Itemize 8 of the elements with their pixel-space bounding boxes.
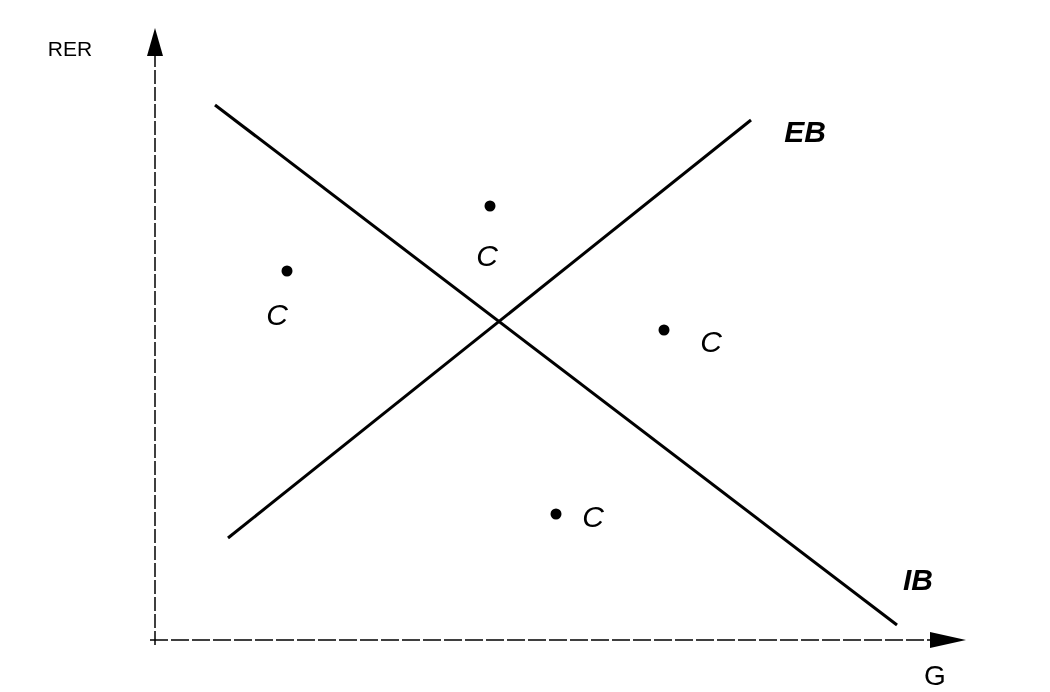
- curve-label: EB: [784, 117, 826, 147]
- axis-label: RER: [47, 37, 93, 59]
- point-label: C: [476, 241, 498, 271]
- point-label: C: [266, 300, 288, 330]
- point-label: C: [582, 502, 604, 532]
- curve-label: IB: [903, 565, 933, 595]
- point-label: C: [700, 327, 722, 357]
- axis-label: G: [924, 662, 946, 690]
